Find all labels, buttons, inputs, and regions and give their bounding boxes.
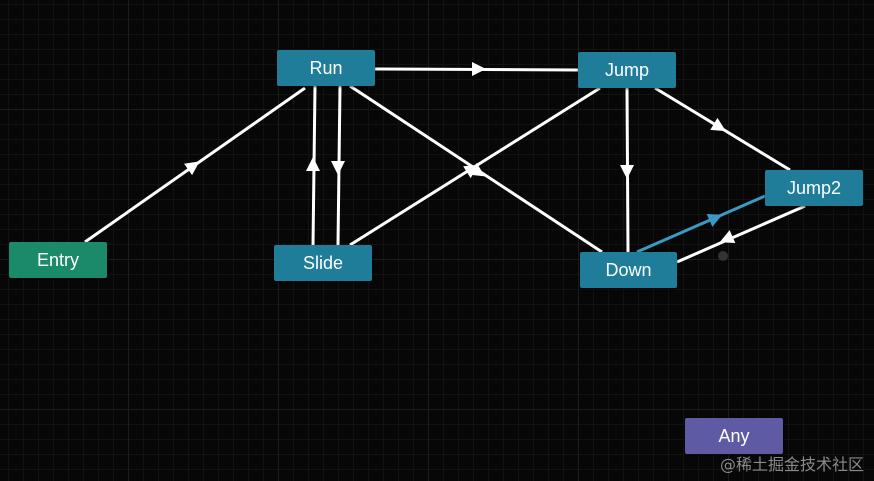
state-node-entry[interactable]: Entry [9,242,107,278]
transition-jump2-to-down[interactable] [676,204,806,264]
canvas-handle-dot[interactable] [718,251,728,261]
watermark: @稀土掘金技术社区 [719,455,864,474]
transition-arrow-slide-to-run [306,157,320,171]
state-node-jump2[interactable]: Jump2 [765,170,863,206]
transition-down-to-jump2-selected[interactable] [636,194,766,254]
state-node-slide[interactable]: Slide [274,245,372,281]
transition-arrow-run-to-jump [472,62,486,76]
state-node-run[interactable]: Run [277,50,375,86]
state-node-down[interactable]: Down [580,252,677,288]
transition-arrow-down-to-jump2 [706,214,723,227]
state-node-jump[interactable]: Jump [578,52,676,88]
transition-arrow-jump-to-down [620,165,634,179]
transition-arrow-jump2-to-down [719,230,736,243]
transition-arrow-run-to-slide [331,161,345,175]
transition-arrow-entry-to-run [184,161,200,176]
transition-arrow-jump-to-jump2 [710,117,726,132]
transition-arrow-slide-to-jump [463,164,479,179]
state-node-any[interactable]: Any [685,418,783,454]
